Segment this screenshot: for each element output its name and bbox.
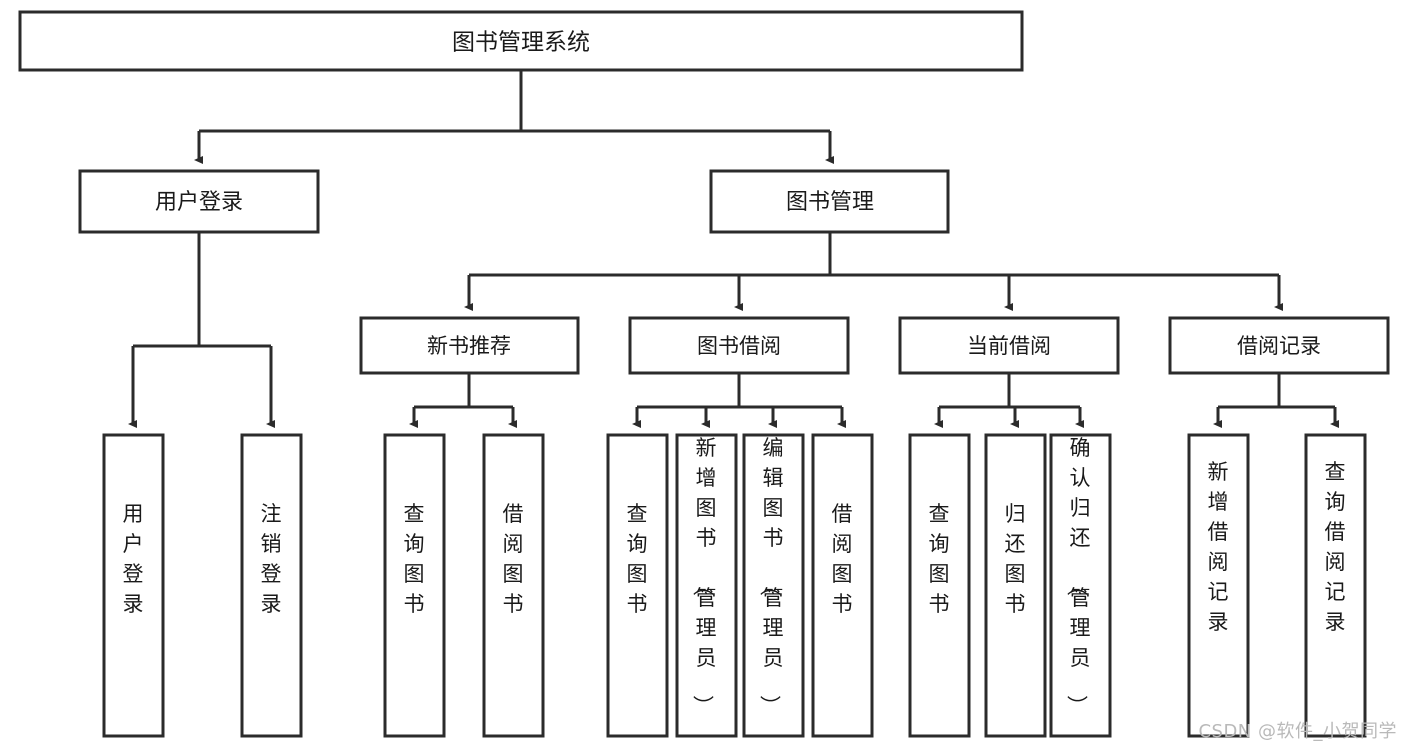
node-book-borrow-label: 图书借阅 bbox=[697, 334, 781, 358]
leaf-node[interactable]: 查询图书 bbox=[383, 433, 446, 738]
leaf-label: 注销登录 bbox=[261, 502, 282, 616]
leaf-layer: 用户登录 注销登录 查询图书 借阅图书 查询图书 新增图书（管理员） 编辑图书（… bbox=[102, 433, 1367, 738]
node-root-book-management-system[interactable]: 图书管理系统 bbox=[18, 10, 1024, 72]
leaf-label: 查询图书 bbox=[627, 502, 648, 616]
leaf-box[interactable] bbox=[102, 433, 165, 738]
leaf-node[interactable]: 新增借阅记录 bbox=[1187, 433, 1250, 738]
node-user-login[interactable]: 用户登录 bbox=[78, 169, 320, 234]
leaf-node[interactable]: 借阅图书 bbox=[811, 433, 874, 738]
leaf-box[interactable] bbox=[606, 433, 669, 738]
leaf-box[interactable] bbox=[1304, 433, 1367, 738]
leaf-node[interactable]: 用户登录 bbox=[102, 433, 165, 738]
leaf-node[interactable]: 借阅图书 bbox=[482, 433, 545, 738]
edge-layer bbox=[128, 70, 1339, 428]
leaf-label: 用户登录 bbox=[123, 502, 144, 616]
node-new-book-recommend[interactable]: 新书推荐 bbox=[359, 316, 580, 375]
leaf-node[interactable]: 新增图书（管理员） bbox=[675, 433, 738, 738]
node-user-login-box[interactable] bbox=[78, 169, 320, 234]
node-book-management[interactable]: 图书管理 bbox=[709, 169, 950, 234]
node-book-management-label: 图书管理 bbox=[786, 190, 874, 215]
leaf-label: 新增借阅记录 bbox=[1208, 460, 1229, 634]
leaf-label: 编辑图书（管理员） bbox=[758, 436, 784, 716]
leaf-label: 查询图书 bbox=[929, 502, 950, 616]
node-new-book-recommend-label: 新书推荐 bbox=[427, 334, 511, 358]
node-current-borrow[interactable]: 当前借阅 bbox=[898, 316, 1120, 375]
leaf-box[interactable] bbox=[482, 433, 545, 738]
leaf-box[interactable] bbox=[742, 433, 805, 738]
leaf-node[interactable]: 编辑图书（管理员） bbox=[742, 433, 805, 738]
leaf-box[interactable] bbox=[675, 433, 738, 738]
node-book-borrow[interactable]: 图书借阅 bbox=[628, 316, 850, 375]
node-borrow-records[interactable]: 借阅记录 bbox=[1168, 316, 1390, 375]
leaf-box[interactable] bbox=[984, 433, 1047, 738]
leaf-label: 借阅图书 bbox=[503, 502, 524, 616]
leaf-node[interactable]: 注销登录 bbox=[240, 433, 303, 738]
leaf-label: 归还图书 bbox=[1005, 502, 1026, 616]
node-current-borrow-label: 当前借阅 bbox=[967, 334, 1051, 358]
leaf-node[interactable]: 确认归还（管理员） bbox=[1049, 433, 1112, 738]
leaf-label: 查询图书 bbox=[404, 502, 425, 616]
csdn-watermark: CSDN @软件_小贺同学 bbox=[1198, 721, 1397, 742]
leaf-label: 查询借阅记录 bbox=[1325, 460, 1346, 634]
node-root-label: 图书管理系统 bbox=[452, 30, 590, 56]
leaf-box[interactable] bbox=[240, 433, 303, 738]
leaf-box[interactable] bbox=[811, 433, 874, 738]
leaf-box[interactable] bbox=[1187, 433, 1250, 738]
leaf-label: 新增图书（管理员） bbox=[691, 436, 717, 716]
leaf-node[interactable]: 查询借阅记录 bbox=[1304, 433, 1367, 738]
leaf-box[interactable] bbox=[908, 433, 971, 738]
leaf-node[interactable]: 查询图书 bbox=[606, 433, 669, 738]
node-borrow-records-box[interactable] bbox=[1168, 316, 1390, 375]
leaf-label: 确认归还（管理员） bbox=[1065, 436, 1091, 716]
node-new-book-recommend-box[interactable] bbox=[359, 316, 580, 375]
node-user-login-label: 用户登录 bbox=[155, 190, 243, 215]
leaf-label: 借阅图书 bbox=[832, 502, 853, 616]
leaf-box[interactable] bbox=[1049, 433, 1112, 738]
node-current-borrow-box[interactable] bbox=[898, 316, 1120, 375]
leaf-node[interactable]: 归还图书 bbox=[984, 433, 1047, 738]
node-root-box[interactable] bbox=[18, 10, 1024, 72]
node-borrow-records-label: 借阅记录 bbox=[1237, 334, 1321, 358]
leaf-node[interactable]: 查询图书 bbox=[908, 433, 971, 738]
node-book-management-box[interactable] bbox=[709, 169, 950, 234]
node-book-borrow-box[interactable] bbox=[628, 316, 850, 375]
leaf-box[interactable] bbox=[383, 433, 446, 738]
